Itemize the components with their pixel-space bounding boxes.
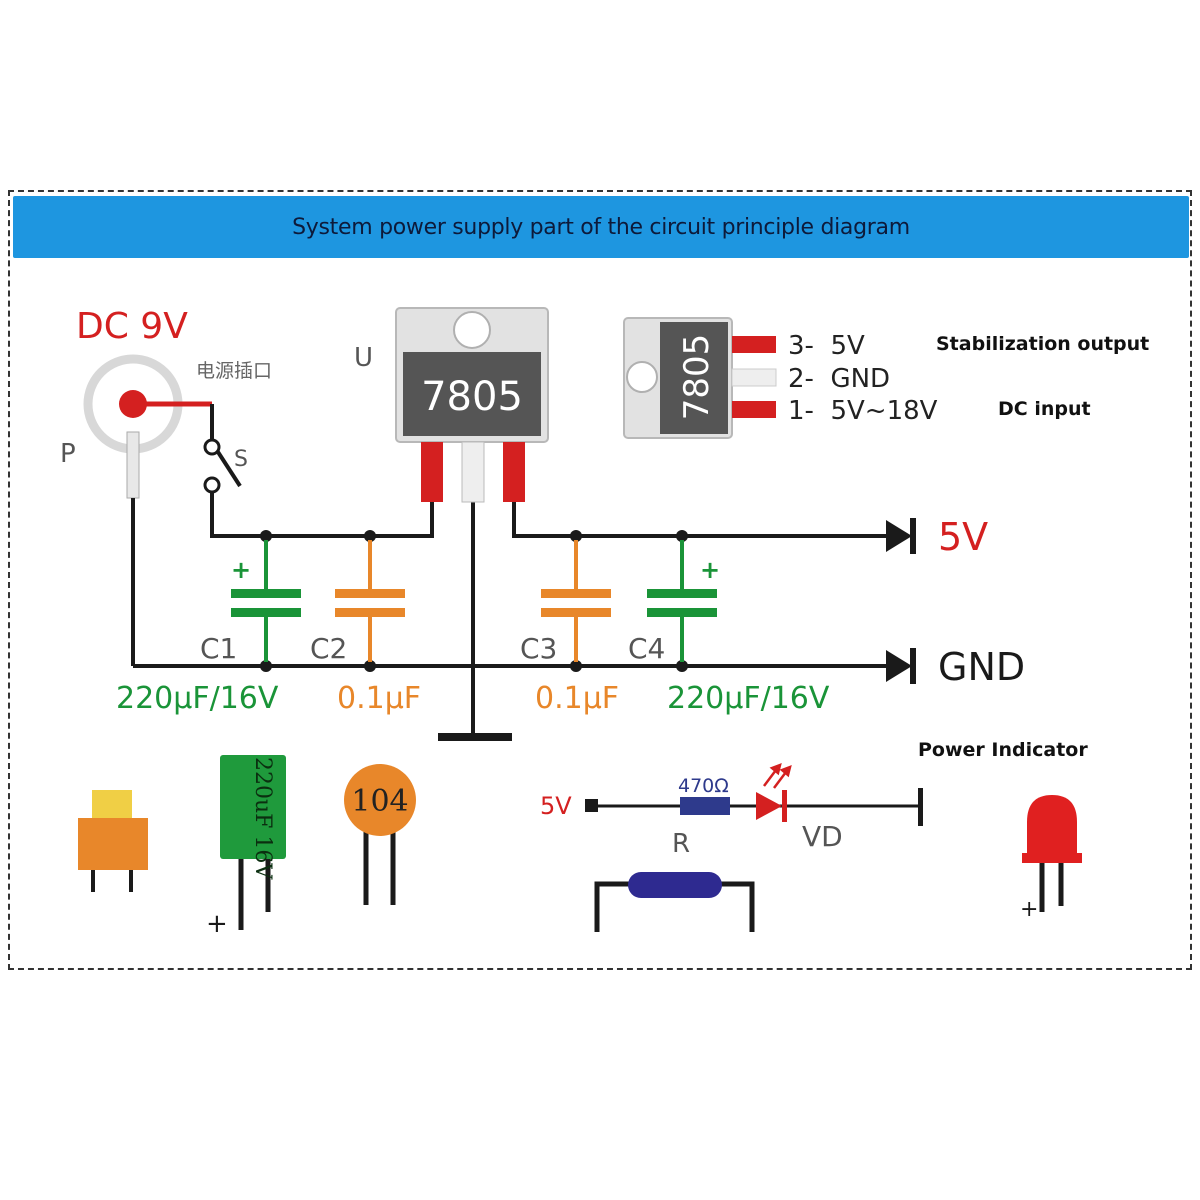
pinout-pin-2 <box>731 368 777 387</box>
regulator-face <box>403 352 541 436</box>
electrolytic-capacitor-illustration <box>220 755 286 930</box>
switch-component-illustration <box>78 790 148 892</box>
power-jack-label: 电源插口 <box>196 360 272 382</box>
capacitor-c3 <box>541 540 611 662</box>
regulator-ref-label: U <box>354 343 373 373</box>
output-gnd-label: GND <box>938 645 1025 689</box>
pinout-pin-2-label: 2- GND <box>788 364 890 394</box>
regulator-part-label: 7805 <box>421 374 523 420</box>
led-component-illustration <box>1022 795 1082 912</box>
stabilization-output-note: Stabilization output <box>936 333 1149 355</box>
output-5v-label: 5V <box>938 515 988 559</box>
jack-ref-label: P <box>60 439 76 469</box>
c4-ref-label: C4 <box>628 632 665 665</box>
c3-ref-label: C3 <box>520 632 557 665</box>
output-gnd-arrow <box>886 650 912 682</box>
switch-contact-top <box>203 438 221 456</box>
dc-input-label: DC 9V <box>76 306 188 347</box>
capacitor-c2 <box>335 540 405 662</box>
power-indicator-title: Power Indicator <box>918 739 1088 761</box>
pinout-face <box>660 322 728 434</box>
pinout-pin-3 <box>732 336 776 353</box>
power-jack-center <box>119 390 147 418</box>
resistor-value-label: 470Ω <box>678 775 729 797</box>
indicator-ground-end <box>918 788 923 826</box>
power-jack-pin <box>126 431 140 499</box>
led-plus-mark: + <box>1020 897 1038 922</box>
indicator-supply-label: 5V <box>540 792 572 820</box>
diagram-frame <box>8 190 1192 970</box>
capacitor-c4 <box>647 540 717 662</box>
dc-input-note: DC input <box>998 398 1091 420</box>
pinout-pin-1-label: 1- 5V~18V <box>788 396 938 426</box>
c1-value-label: 220μF/16V <box>116 681 279 716</box>
c2-ref-label: C2 <box>310 632 347 665</box>
output-5v-arrow <box>886 520 912 552</box>
ground-symbol <box>438 733 512 741</box>
pinout-pin-1 <box>732 401 776 418</box>
switch-contact-bottom <box>203 476 221 494</box>
c4-value-label: 220μF/16V <box>667 681 830 716</box>
diagram-title: System power supply part of the circuit … <box>292 214 910 240</box>
c3-value-label: 0.1μF <box>535 681 619 716</box>
led-ref-label: VD <box>802 820 843 853</box>
header-banner: System power supply part of the circuit … <box>13 196 1189 258</box>
c4-polarity-mark: + <box>700 556 720 584</box>
regulator-pin-input <box>421 442 443 502</box>
regulator-pin-output <box>503 442 525 502</box>
junction-dots <box>260 530 688 672</box>
indicator-terminal <box>585 799 598 812</box>
led-symbol <box>756 792 782 820</box>
resistor-ref-label: R <box>672 829 690 859</box>
ceramic-marking: 104 <box>351 784 408 819</box>
led-emission-arrows <box>763 762 792 789</box>
electrolytic-marking: 220uF 16V <box>250 757 275 880</box>
pinout-mount-hole <box>626 361 658 393</box>
switch-ref-label: S <box>234 447 248 472</box>
c1-ref-label: C1 <box>200 632 237 665</box>
regulator-mount-hole <box>453 311 491 349</box>
regulator-pin-ground <box>461 441 485 503</box>
c1-polarity-mark: + <box>231 556 251 584</box>
switch-lever <box>216 450 242 488</box>
c2-value-label: 0.1μF <box>337 681 421 716</box>
indicator-resistor-symbol <box>680 797 730 815</box>
electrolytic-plus-mark: + <box>206 909 228 939</box>
pinout-pin-3-label: 3- 5V <box>788 331 865 361</box>
resistor-component-illustration <box>594 872 755 932</box>
pinout-part-label: 7805 <box>677 334 717 421</box>
ceramic-capacitor-illustration <box>344 764 416 905</box>
capacitor-c1 <box>231 540 301 662</box>
